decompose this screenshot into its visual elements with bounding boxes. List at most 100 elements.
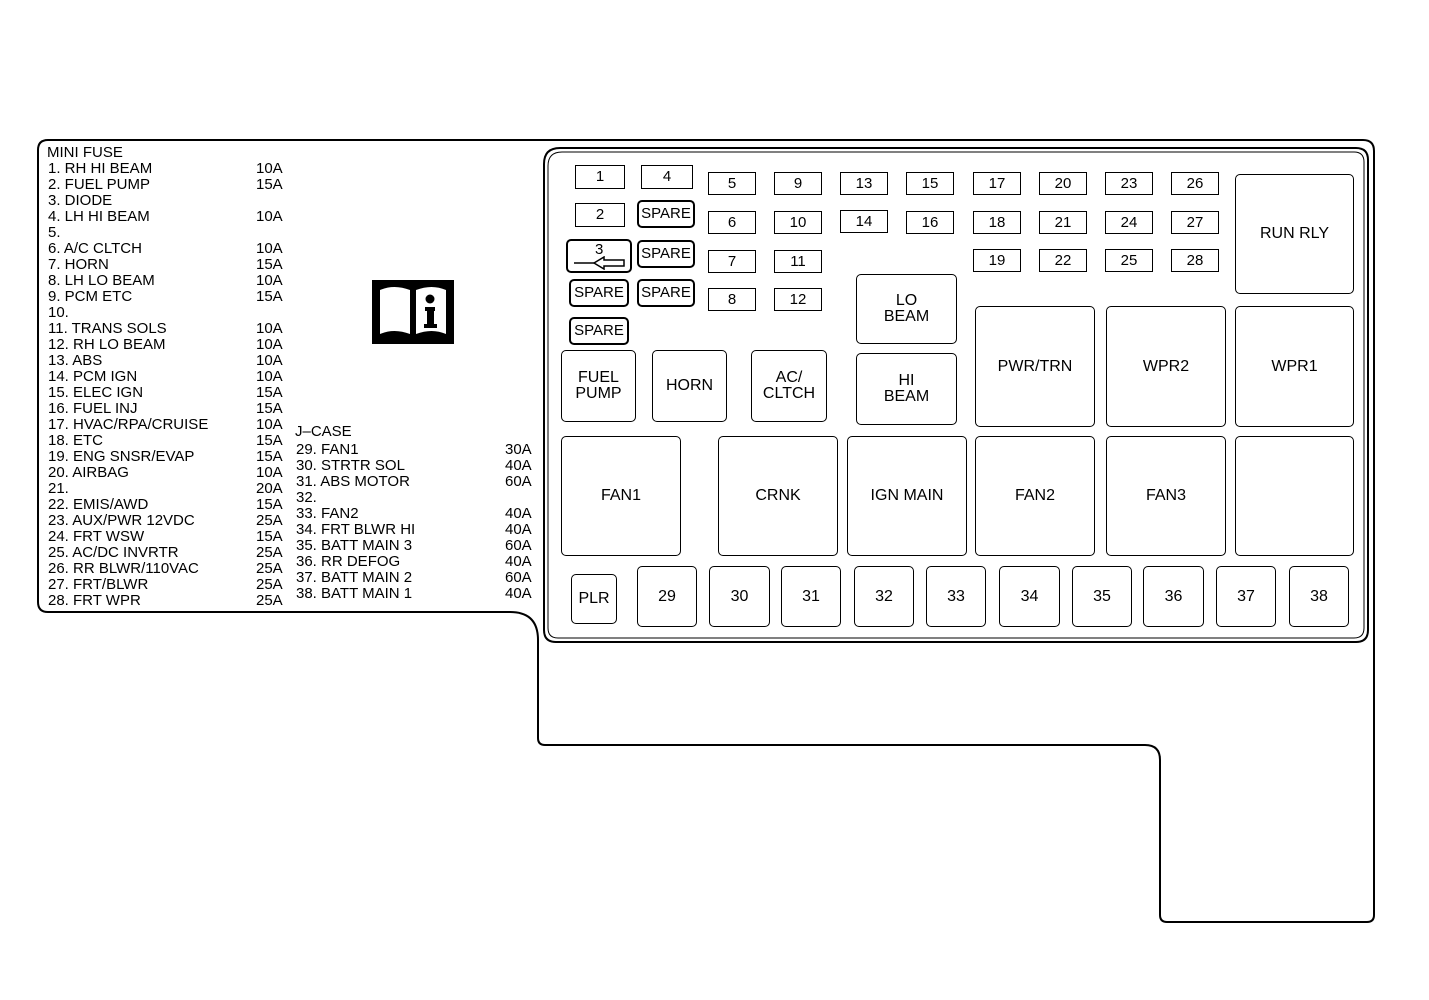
relay-fuel-pump: FUEL PUMP [561, 350, 636, 422]
mini-fuse-row-amperage: 10A [256, 464, 283, 481]
mini-fuse-23[interactable]: 23 [1105, 172, 1153, 195]
mini-fuse-row-amperage: 10A [256, 352, 283, 369]
mini-fuse-row-amperage: 15A [256, 288, 283, 305]
j-case-row-label: 29. FAN1 [296, 441, 359, 458]
mini-fuse-11[interactable]: 11 [774, 250, 822, 273]
mini-fuse-4[interactable]: 4 [641, 165, 693, 189]
mini-fuse-row: 3. DIODE [48, 193, 112, 209]
mini-fuse-18[interactable]: 18 [973, 211, 1021, 234]
mini-fuse-row-label: 18. ETC [48, 432, 104, 449]
mini-fuse-28[interactable]: 28 [1171, 249, 1219, 272]
mini-fuse-19[interactable]: 19 [973, 249, 1021, 272]
mini-fuse-row-amperage: 10A [256, 240, 283, 257]
jcase-fuse-33[interactable]: 33 [926, 566, 986, 627]
mini-fuse-26[interactable]: 26 [1171, 172, 1219, 195]
mini-fuse-17[interactable]: 17 [973, 172, 1021, 195]
relay-horn-label: HORN [665, 377, 714, 394]
mini-fuse-row-label: 14. PCM IGN [48, 368, 138, 385]
j-case-row-amperage: 30A [505, 441, 532, 458]
relay-ac-cltch-label: AC/ CLTCH [762, 369, 816, 402]
mini-fuse-row-label: 25. AC/DC INVRTR [48, 544, 179, 561]
j-case-title: J–CASE [295, 423, 352, 440]
spare-slot-3[interactable]: SPARE [569, 279, 629, 307]
mini-fuse-12[interactable]: 12 [774, 288, 822, 311]
mini-fuse-22[interactable]: 22 [1039, 249, 1087, 272]
mini-fuse-row-label: 15. ELEC IGN [48, 384, 144, 401]
mini-fuse-21[interactable]: 21 [1039, 211, 1087, 234]
jcase-fuse-29[interactable]: 29 [637, 566, 697, 627]
relay-fuel-pump-label: FUEL PUMP [575, 369, 622, 402]
jcase-fuse-38[interactable]: 38 [1289, 566, 1349, 627]
jcase-fuse-31[interactable]: 31 [781, 566, 841, 627]
mini-fuse-1[interactable]: 1 [575, 165, 625, 189]
mini-fuse-row-label: 20. AIRBAG [48, 464, 129, 481]
mini-fuse-6[interactable]: 6 [708, 211, 756, 234]
relay-ac-cltch: AC/ CLTCH [751, 350, 827, 422]
mini-fuse-row-amperage: 10A [256, 208, 283, 225]
mini-fuse-row-amperage: 15A [256, 432, 283, 449]
mini-fuse-24[interactable]: 24 [1105, 211, 1153, 234]
relay-crnk: CRNK [718, 436, 838, 556]
mini-fuse-5[interactable]: 5 [708, 172, 756, 195]
spare-slot-5[interactable]: SPARE [569, 317, 629, 345]
diode-arrow-icon [574, 256, 625, 270]
mini-fuse-row-label: 9. PCM ETC [48, 288, 133, 305]
mini-fuse-15[interactable]: 15 [906, 172, 954, 195]
mini-fuse-row-label: 13. ABS [48, 352, 103, 369]
spare-slot-4[interactable]: SPARE [637, 279, 695, 307]
relay-hi-beam: HI BEAM [856, 353, 957, 425]
mini-fuse-row-label: 19. ENG SNSR/EVAP [48, 448, 195, 465]
mini-fuse-2[interactable]: 2 [575, 203, 625, 227]
mini-fuse-25[interactable]: 25 [1105, 249, 1153, 272]
mini-fuse-7[interactable]: 7 [708, 250, 756, 273]
mini-fuse-row-amperage: 10A [256, 160, 283, 177]
plr-slot: PLR [571, 574, 617, 624]
mini-fuse-row-label: 10. [48, 304, 69, 321]
mini-fuse-9[interactable]: 9 [774, 172, 822, 195]
mini-fuse-20[interactable]: 20 [1039, 172, 1087, 195]
mini-fuse-row-label: 26. RR BLWR/110VAC [48, 560, 199, 577]
jcase-fuse-36[interactable]: 36 [1143, 566, 1204, 627]
mini-fuse-16[interactable]: 16 [906, 211, 954, 234]
spare-slot-1[interactable]: SPARE [637, 200, 695, 228]
relay-wpr2-label: WPR2 [1142, 357, 1190, 375]
mini-fuse-row-label: 5. [48, 224, 61, 241]
plr-label: PLR [578, 590, 610, 607]
jcase-fuse-34[interactable]: 34 [999, 566, 1060, 627]
j-case-row-amperage: 40A [505, 521, 532, 538]
relay-fan2-label: FAN2 [1014, 487, 1055, 504]
mini-fuse-row-label: 24. FRT WSW [48, 528, 145, 545]
mini-fuse-8[interactable]: 8 [708, 288, 756, 311]
j-case-row-amperage: 40A [505, 505, 532, 522]
mini-fuse-row-amperage: 15A [256, 176, 283, 193]
jcase-fuse-30[interactable]: 30 [709, 566, 770, 627]
spare-slot-2[interactable]: SPARE [637, 240, 695, 268]
mini-fuse-row-amperage: 10A [256, 368, 283, 385]
jcase-fuse-37[interactable]: 37 [1216, 566, 1276, 627]
mini-fuse-14[interactable]: 14 [840, 210, 888, 233]
j-case-row-label: 35. BATT MAIN 3 [296, 537, 413, 554]
mini-fuse-row-label: 3. DIODE [48, 192, 113, 209]
jcase-fuse-32[interactable]: 32 [854, 566, 914, 627]
j-case-row: 34. FRT BLWR HI 40A [296, 521, 532, 538]
mini-fuse-row: 20. AIRBAG 10A [48, 464, 283, 481]
mini-fuse-27[interactable]: 27 [1171, 211, 1219, 234]
mini-fuse-row-label: 23. AUX/PWR 12VDC [48, 512, 195, 529]
mini-fuse-13[interactable]: 13 [840, 172, 888, 195]
mini-fuse-10[interactable]: 10 [774, 211, 822, 234]
mini-fuse-row-amperage: 15A [256, 448, 283, 465]
relay-pwr-trn-label: PWR/TRN [997, 357, 1073, 375]
j-case-row-label: 34. FRT BLWR HI [296, 521, 416, 538]
diode-3[interactable]: 3 [566, 239, 632, 273]
mini-fuse-row-label: 12. RH LO BEAM [48, 336, 166, 353]
jcase-fuse-35[interactable]: 35 [1072, 566, 1132, 627]
mini-fuse-row-label: 22. EMIS/AWD [48, 496, 149, 513]
